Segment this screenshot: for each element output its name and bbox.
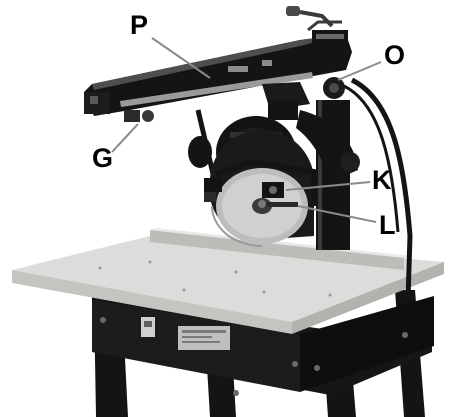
overarm: [84, 6, 352, 122]
miter-lock-knob: [329, 83, 339, 93]
elevation-crank-knob: [286, 6, 300, 16]
leader-line-l: [297, 205, 377, 223]
callout-label-k: K: [372, 165, 392, 195]
saw-table: [12, 228, 444, 334]
leader-line-p: [151, 37, 211, 79]
callout-label-l: L: [379, 210, 396, 240]
saw-stand: [92, 290, 434, 417]
leader-line-k: [285, 181, 371, 191]
leader-lines: [111, 37, 382, 223]
arm-clamp-handle: [142, 110, 154, 122]
callout-label-p: P: [130, 10, 149, 40]
miter-scale: [120, 72, 313, 107]
leader-line-g: [111, 123, 139, 153]
guard-lock-rod: [258, 202, 298, 207]
callout-label-o: O: [384, 40, 406, 70]
leader-line-o: [337, 61, 382, 81]
blade-guard: [204, 129, 317, 247]
callout-label-g: G: [92, 143, 114, 173]
